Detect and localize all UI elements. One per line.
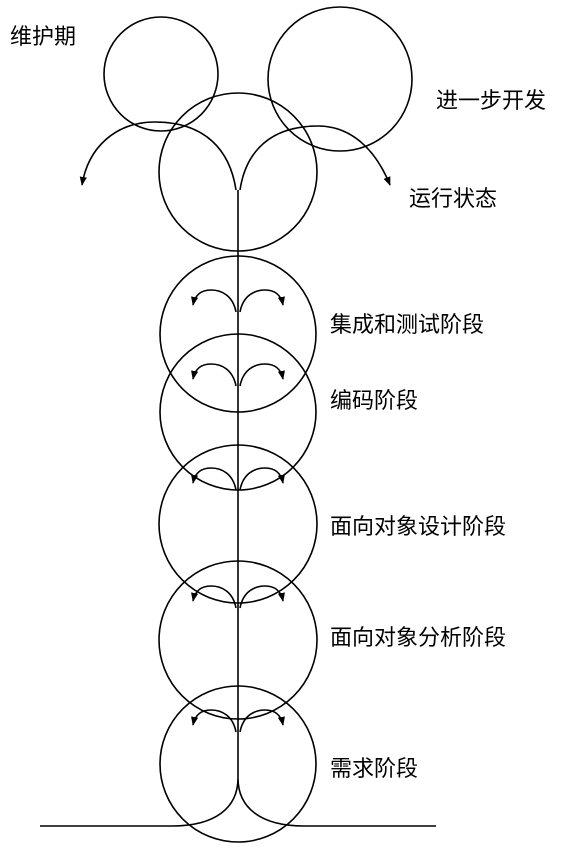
label-integration-testing: 集成和测试阶段 (330, 313, 484, 338)
maintenance-circle (103, 16, 219, 132)
operation-overflow-arrow (239, 125, 391, 191)
further-development-circle (267, 6, 413, 152)
label-operation: 运行状态 (409, 187, 497, 212)
label-oo-analysis: 面向对象分析阶段 (330, 626, 506, 651)
ground-line (40, 777, 436, 827)
coding-circle (159, 333, 317, 491)
coding-arrows (191, 363, 285, 387)
integration-testing-circle (159, 255, 317, 413)
oo-analysis-circle (158, 560, 318, 720)
oo-analysis-arrows (191, 585, 285, 609)
oo-design-arrows (191, 467, 285, 491)
oo-design-circle (158, 444, 318, 604)
requirements-arrows (191, 709, 285, 733)
maintenance-overflow-arrow (79, 121, 237, 191)
label-maintenance: 维护期 (10, 25, 76, 50)
requirements-circle (159, 685, 317, 843)
label-further-development: 进一步开发 (436, 89, 546, 114)
label-oo-design: 面向对象设计阶段 (330, 515, 506, 540)
label-coding: 编码阶段 (330, 389, 418, 414)
label-requirements: 需求阶段 (330, 757, 418, 782)
integration-testing-arrows (191, 289, 285, 313)
